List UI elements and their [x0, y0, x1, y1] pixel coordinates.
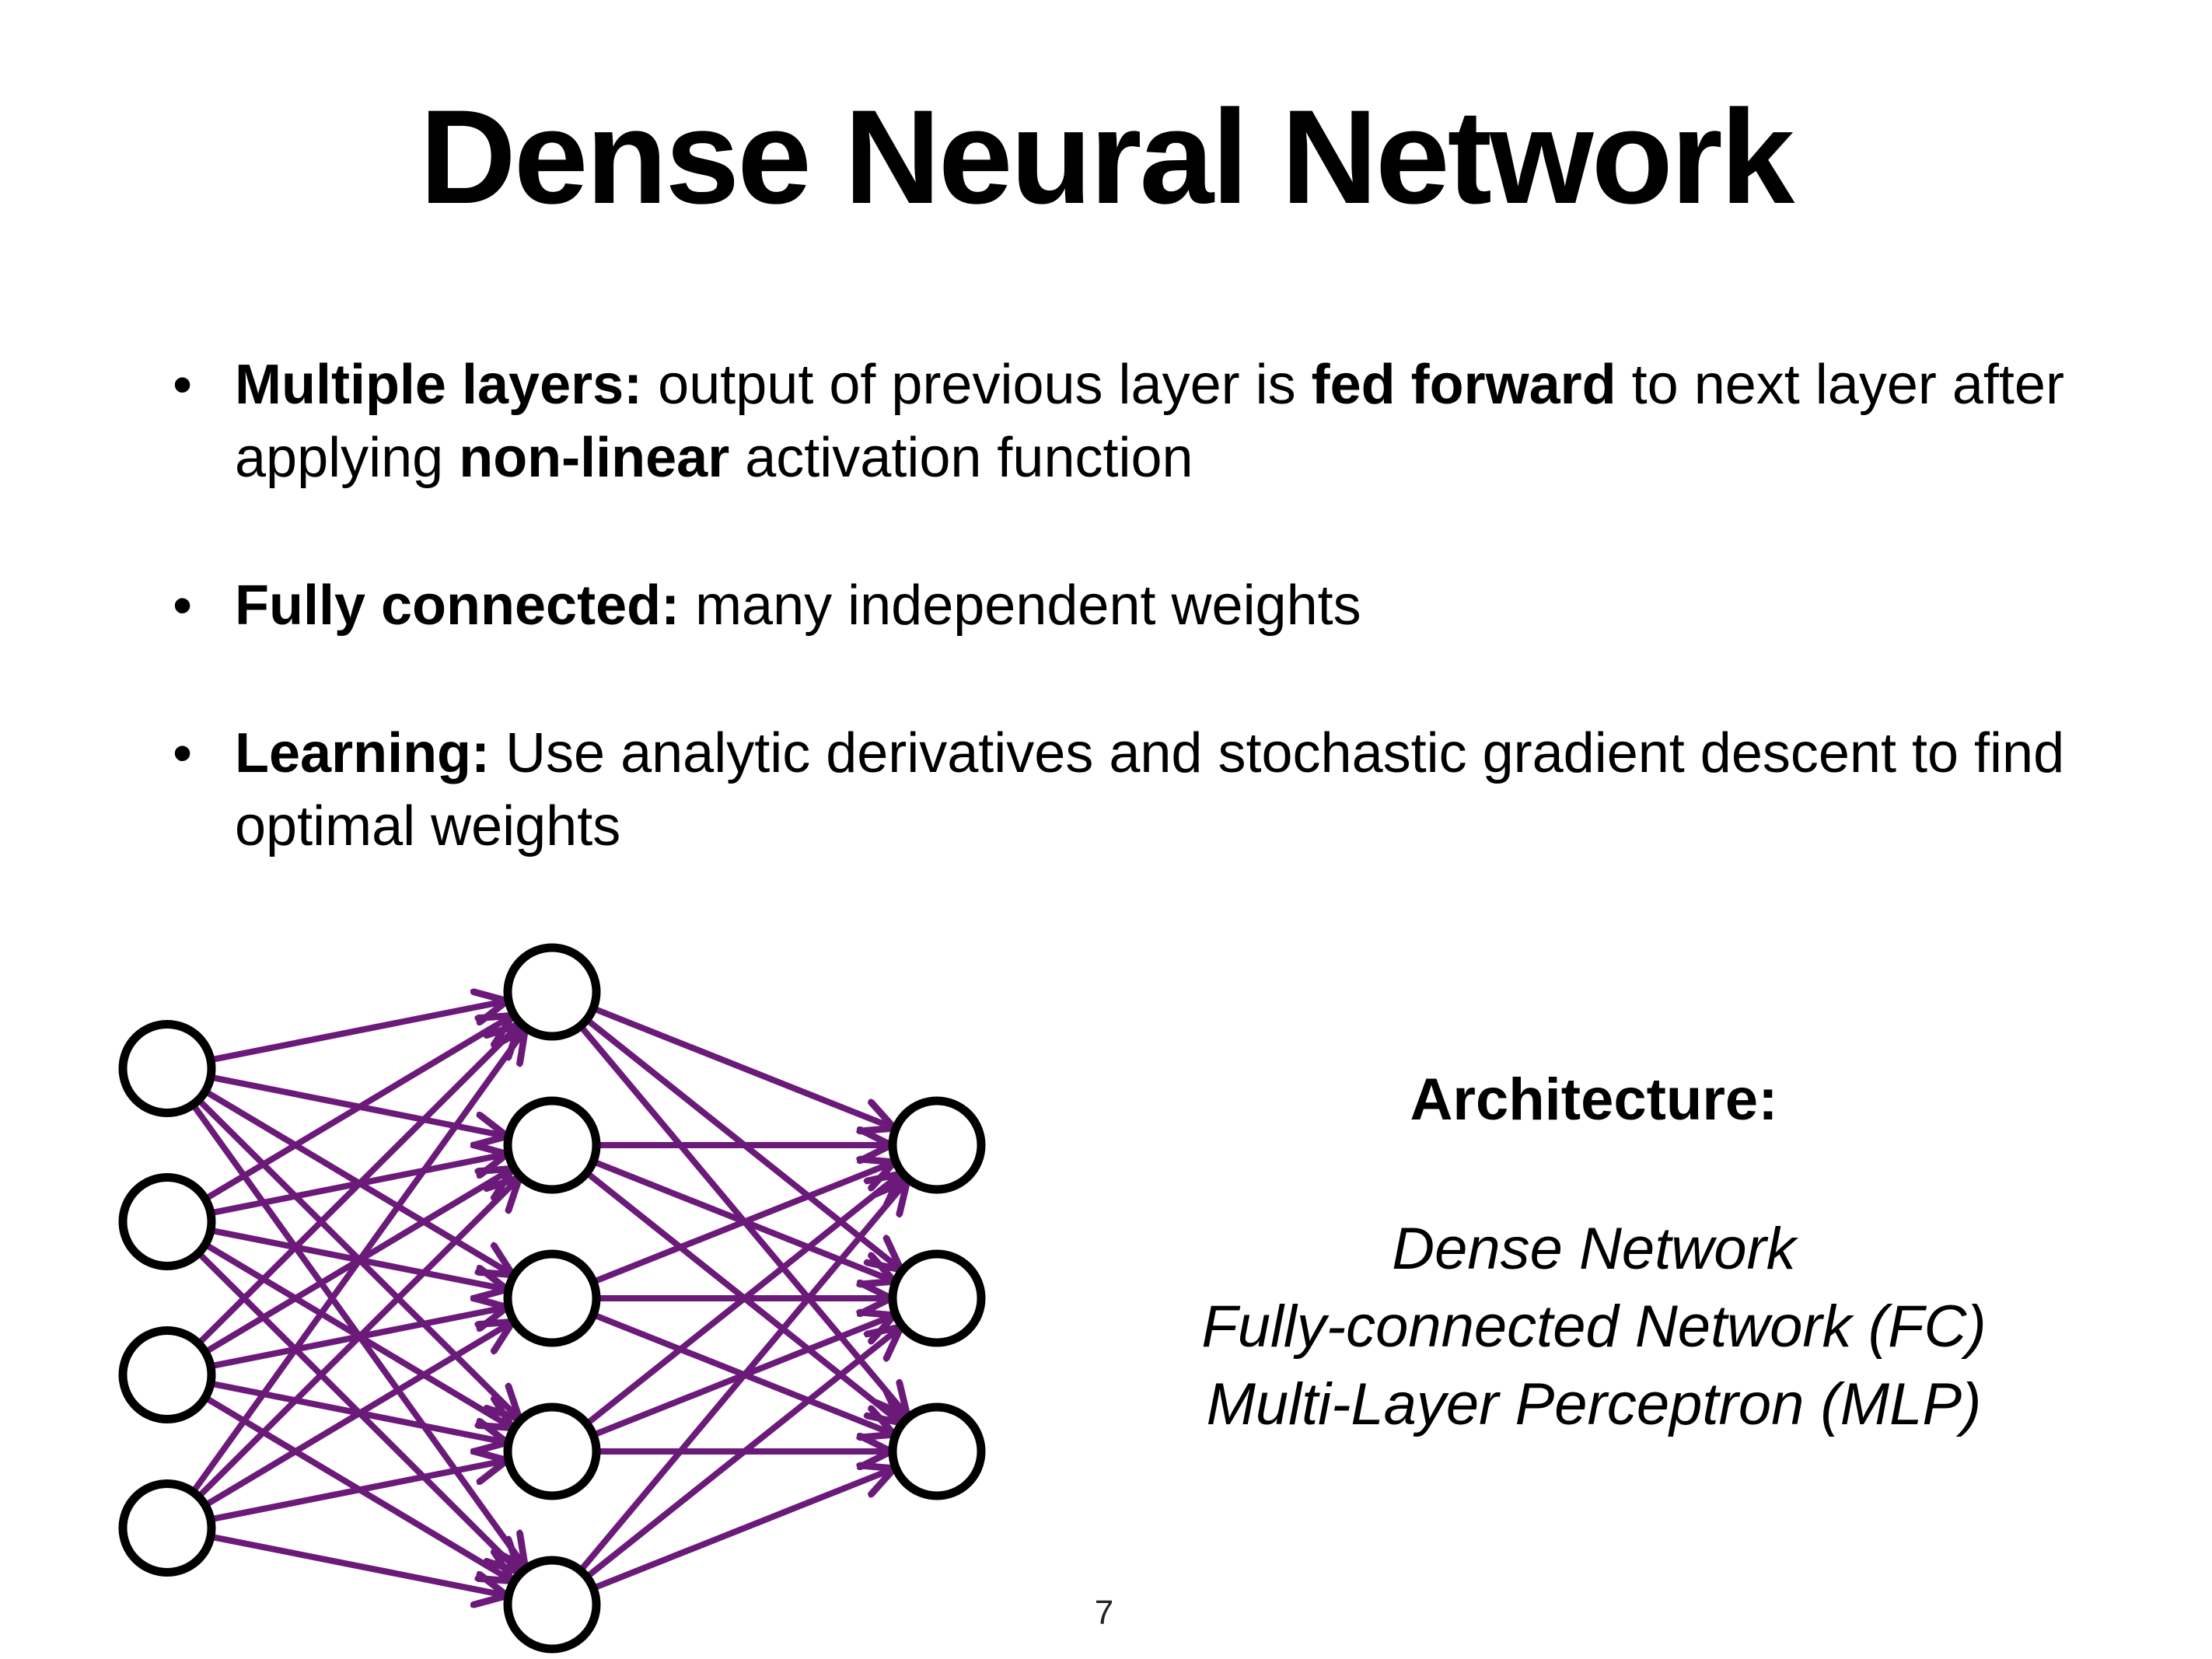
neuron-node-layer-1: [118, 1173, 216, 1270]
connection-edge: [592, 1162, 895, 1284]
connection-edge: [585, 1327, 901, 1579]
architecture-heading: Architecture:: [1410, 1067, 1778, 1133]
architecture-name-fc: Fully-connected Network (FC): [1201, 1294, 1987, 1360]
connection-edges: [191, 1001, 908, 1596]
bullet-dot-icon: •: [173, 354, 193, 416]
bullet-dot-icon: •: [173, 575, 193, 637]
connection-edge: [204, 1015, 512, 1201]
architecture-panel: Architecture: Dense Network Fully-connec…: [1089, 1061, 2099, 1444]
connection-edge: [210, 1001, 507, 1063]
neuron-node-layer-3: [888, 1249, 986, 1347]
connection-edge: [592, 1006, 895, 1129]
bullet-emphasis: fed forward: [1311, 354, 1616, 416]
neuron-nodes: [118, 943, 986, 1654]
bullet-list: • Multiple layers: output of previous lay…: [173, 348, 2132, 938]
architecture-name-dense: Dense Network: [1392, 1216, 1796, 1282]
connection-edge: [579, 1180, 907, 1572]
bullet-dot-icon: •: [173, 722, 193, 784]
bullet-text: activation function: [729, 427, 1193, 489]
connection-edge: [191, 1029, 526, 1493]
connection-edge: [197, 1025, 519, 1345]
neuron-node-layer-1: [118, 1020, 216, 1117]
architecture-name-mlp: Multi-Layer Perceptron (MLP): [1206, 1371, 1982, 1437]
neuron-node-layer-2: [503, 1249, 601, 1347]
connection-edge: [210, 1534, 507, 1595]
neuron-node-layer-3: [888, 1096, 986, 1194]
bullet-learning: • Learning: Use analytic derivatives and …: [173, 717, 2132, 863]
neuron-node-layer-2: [503, 1402, 601, 1500]
neuron-node-layer-1: [118, 1479, 216, 1577]
neuron-node-layer-3: [888, 1402, 986, 1500]
bullet-text: to next layer after applying: [235, 354, 2064, 489]
bullet-text: Use analytic derivatives and stochastic …: [235, 722, 2065, 857]
bullet-text: output of previous layer is: [642, 354, 1312, 416]
page-number: 7: [1094, 1594, 1114, 1632]
neuron-node-layer-1: [118, 1326, 216, 1423]
slide-title: Dense Neural Network: [419, 82, 1795, 232]
neuron-node-layer-2: [503, 943, 601, 1041]
connection-edge: [204, 1322, 512, 1507]
connection-edge: [210, 1461, 507, 1522]
bullet-term: Learning:: [235, 722, 491, 784]
bullet-emphasis: non-linear: [459, 427, 730, 489]
neuron-node-layer-2: [503, 1556, 601, 1654]
bullet-text: many independent weights: [680, 575, 1361, 637]
connection-edge: [592, 1469, 895, 1591]
bullet-term: Fully connected:: [235, 575, 680, 637]
connection-edge: [585, 1174, 901, 1426]
bullet-multiple-layers: • Multiple layers: output of previous lay…: [173, 348, 2132, 494]
bullet-term: Multiple layers:: [235, 354, 643, 416]
connection-edge: [197, 1178, 519, 1498]
neuron-node-layer-2: [503, 1096, 601, 1194]
neural-network-diagram: [118, 943, 986, 1654]
bullet-fully-connected: • Fully connected: many independent weigh…: [173, 569, 2132, 642]
